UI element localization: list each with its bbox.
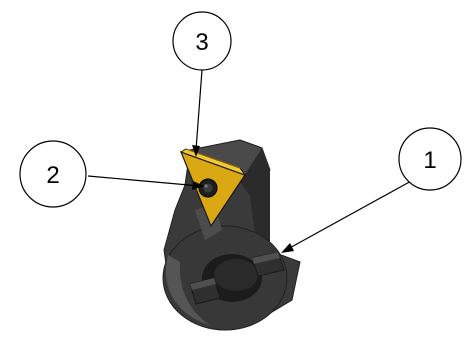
callout-circle [398, 127, 462, 191]
arrowheads [192, 145, 294, 253]
arrowhead-2 [192, 181, 204, 190]
callout-label: 1 [423, 147, 436, 174]
leader-lines [87, 69, 414, 251]
arrowhead-1 [281, 243, 294, 253]
leader-line-3 [195, 69, 203, 151]
leader-line-1 [285, 179, 414, 251]
leader-line-2 [87, 175, 201, 187]
callout-circle [19, 140, 87, 208]
callout-label: 2 [46, 162, 59, 189]
arrowhead-3 [192, 145, 200, 157]
callout-3: 3 [172, 11, 232, 71]
callout-2: 2 [19, 140, 87, 208]
callout-1: 1 [398, 127, 462, 191]
callout-label: 3 [195, 29, 208, 56]
callout-circle [172, 11, 232, 71]
